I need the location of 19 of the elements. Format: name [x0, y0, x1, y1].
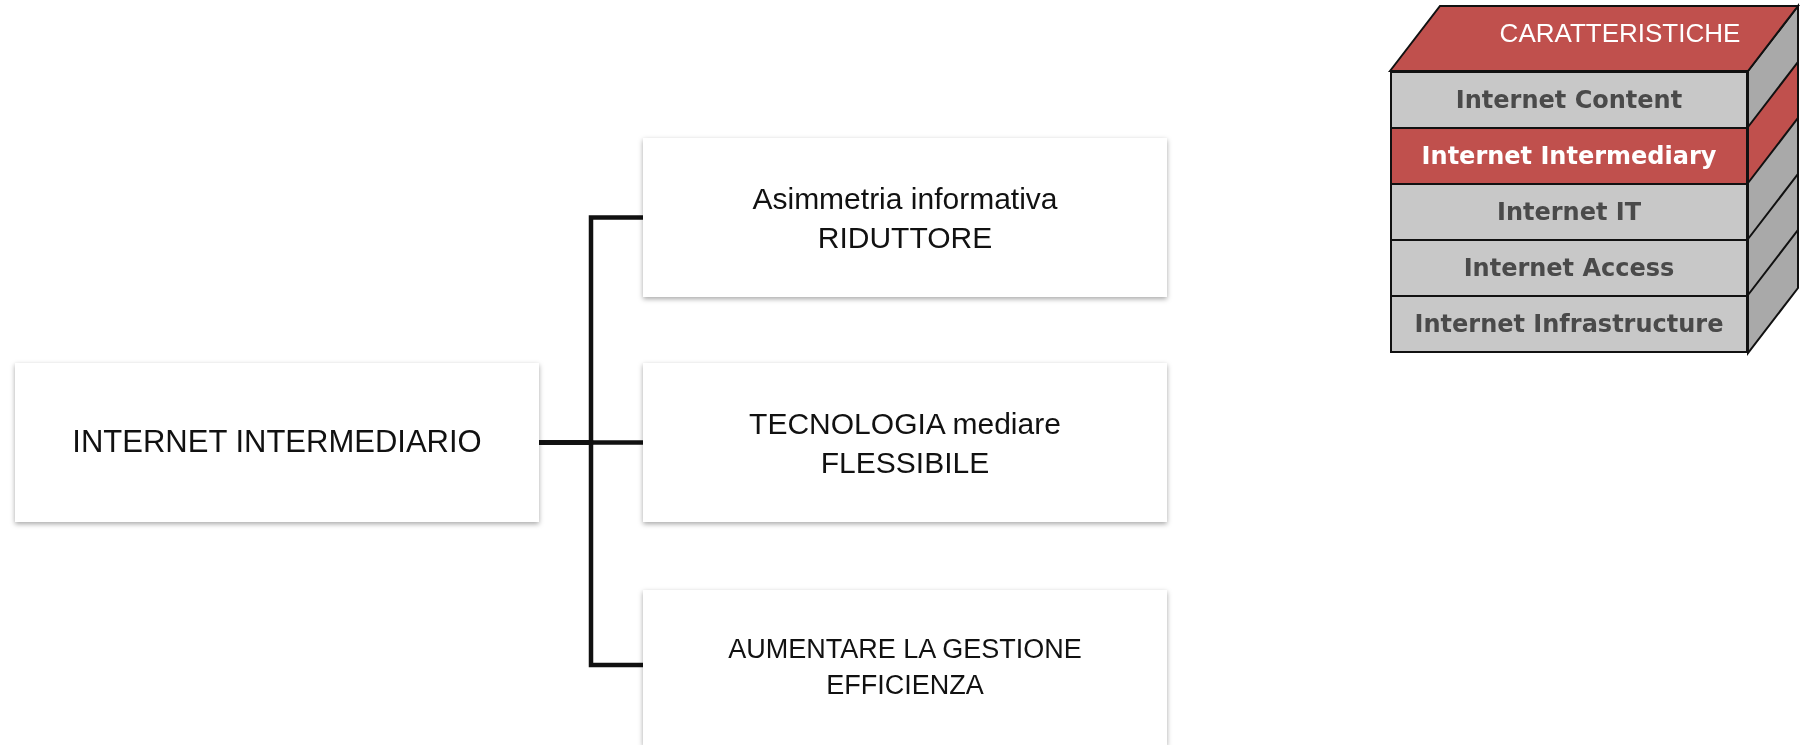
layer-label: Internet Infrastructure [1414, 310, 1724, 338]
layer-bar [1390, 239, 1748, 297]
card-text: AUMENTARE LA GESTIONE EFFICIENZA [727, 633, 1083, 702]
connector-line [539, 440, 643, 668]
text-card [643, 590, 1167, 745]
card-text: INTERNET INTERMEDIARIO [72, 423, 482, 462]
card-text: TECNOLOGIA mediare FLESSIBILE [748, 405, 1062, 481]
layer-label: Internet Intermediary [1421, 142, 1717, 170]
card-text: Asimmetria informativa RIDUTTORE [751, 180, 1059, 256]
layer-label: Internet Content [1455, 86, 1683, 114]
layer-bar [1390, 183, 1748, 241]
layer-bar [1390, 295, 1748, 353]
text-card [15, 363, 539, 522]
heading-text: CARATTERISTICHE [1498, 18, 1742, 49]
text-card [643, 363, 1167, 522]
text-card [643, 138, 1167, 297]
layer-label: Internet Access [1463, 254, 1675, 282]
layer-bar [1390, 71, 1748, 129]
layer-label: Internet IT [1496, 198, 1642, 226]
